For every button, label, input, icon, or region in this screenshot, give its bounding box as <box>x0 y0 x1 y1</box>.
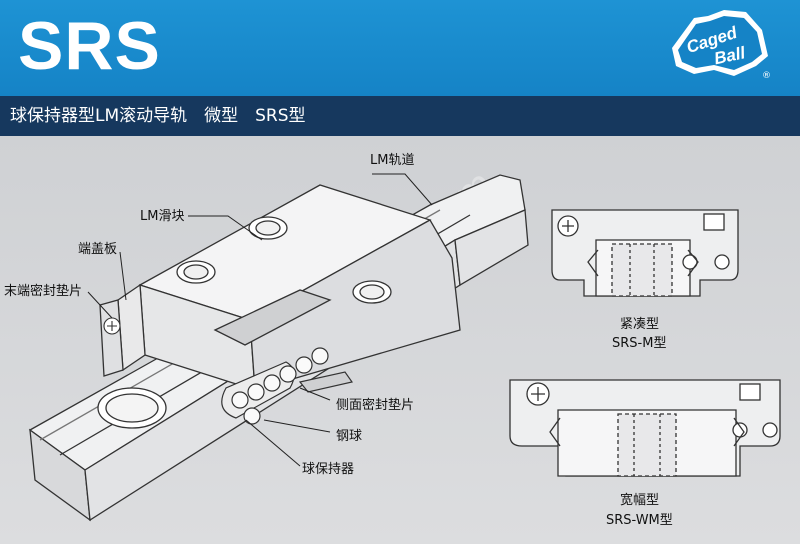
label-end-seal: 末端密封垫片 <box>4 284 83 299</box>
page-title: SRS <box>18 8 161 84</box>
svg-text:®: ® <box>762 71 771 81</box>
label-lm-block: LM滑块 <box>140 209 185 224</box>
lm-block <box>138 184 461 391</box>
label-end-plate: 端盖板 <box>78 242 118 257</box>
label-side-seal: 侧面密封垫片 <box>336 398 415 413</box>
subtitle: 球保持器型LM滚动导轨 微型 SRS型 <box>10 106 306 126</box>
end-plate <box>99 283 146 377</box>
label-ball-cage-text: 球保持器 <box>302 462 355 477</box>
variant-model-wide: SRS-WM型 <box>606 513 673 528</box>
end-seal-screw-icon <box>103 317 121 335</box>
header-banner <box>0 0 800 96</box>
srs-wm-section <box>509 379 781 477</box>
side-seal <box>298 371 354 393</box>
leader-lines <box>87 173 433 467</box>
ball-cage <box>221 347 329 425</box>
srs-m-section <box>551 209 739 297</box>
variant-name-compact: 紧凑型 <box>620 317 660 332</box>
label-lm-rail: LM轨道 <box>370 153 415 168</box>
caged-ball-logo: Caged Ball ® <box>672 10 771 81</box>
label-steel-ball: 钢球 <box>336 429 363 444</box>
variant-name-wide: 宽幅型 <box>620 493 660 508</box>
subtitle-bar <box>0 96 800 136</box>
variant-model-compact: SRS-M型 <box>612 336 667 351</box>
